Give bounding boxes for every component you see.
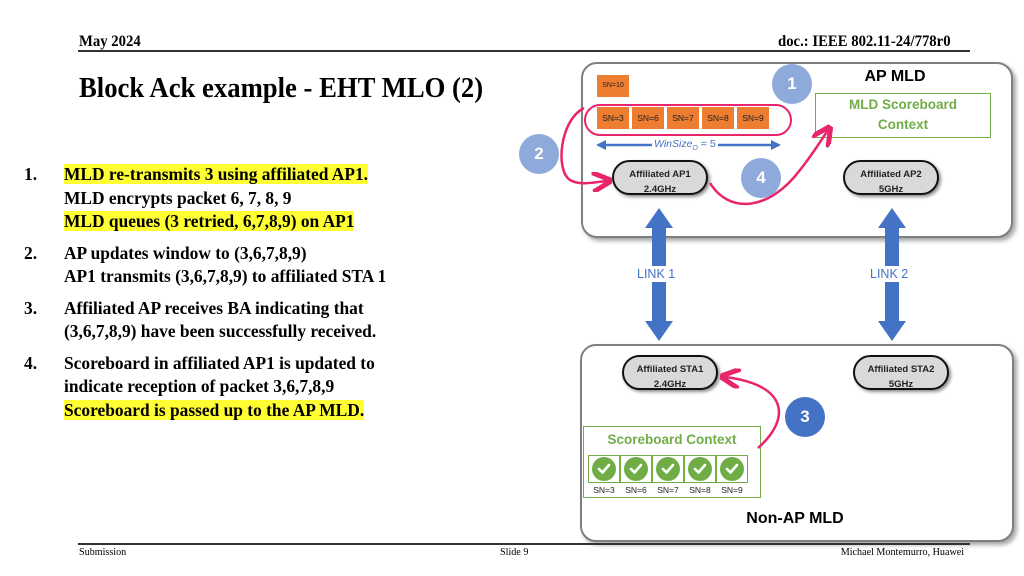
affiliated-sta1-node: Affiliated STA1 2.4GHz [622, 355, 718, 390]
packet-sn10: SN=10 [597, 75, 629, 97]
step-line: Affiliated AP receives BA indicating tha… [64, 297, 364, 318]
check-icon [720, 457, 744, 481]
mld-scoreboard-context: MLD Scoreboard Context [815, 93, 991, 138]
link2-label: LINK 2 [870, 266, 909, 282]
sta1-band: 2.4GHz [653, 379, 687, 390]
step-line: AP1 transmits (3,6,7,8,9) to affiliated … [64, 266, 387, 286]
sta2-label: Affiliated STA2 [867, 364, 935, 375]
link1-label: LINK 1 [637, 266, 676, 282]
affiliated-ap1-node: Affiliated AP1 2.4GHz [612, 160, 708, 195]
footer-author: Michael Montemurro, Huawei [840, 546, 964, 558]
slide-title: Block Ack example - EHT MLO (2) [79, 72, 484, 104]
steps-list: 1. MLD re-transmits 3 using affiliated A… [22, 163, 462, 430]
non-ap-mld-label: Non-AP MLD [746, 510, 844, 527]
packet-sn8: SN=8 [702, 107, 734, 129]
step-line: MLD re-transmits 3 using affiliated AP1. [64, 164, 368, 184]
mld-scoreboard-line1: MLD Scoreboard [848, 97, 957, 112]
sta2-band: 5GHz [888, 379, 914, 390]
check-icon [592, 457, 616, 481]
step-line: AP updates window to (3,6,7,8,9) [64, 242, 307, 263]
winsize-text: WinSize [654, 138, 693, 150]
scoreboard-sn: SN=9 [721, 485, 743, 495]
step-marker-1: 1 [772, 64, 812, 104]
step-line: indicate reception of packet 3,6,7,8,9 [64, 376, 335, 396]
sta1-label: Affiliated STA1 [636, 364, 704, 375]
scoreboard-sn: SN=6 [625, 485, 647, 495]
winsize-label: WinSizeO = 5 [652, 138, 718, 153]
step-line: MLD queues (3 retried, 6,7,8,9) on AP1 [64, 211, 355, 231]
step-item-2: 2. AP updates window to (3,6,7,8,9) AP1 … [22, 242, 462, 289]
affiliated-ap2-node: Affiliated AP2 5GHz [843, 160, 939, 195]
scoreboard-sn: SN=8 [689, 485, 711, 495]
footer-submission: Submission [79, 546, 127, 558]
mld-scoreboard-line2: Context [877, 117, 929, 132]
scoreboard-context: Scoreboard Context SN=3 SN=6 SN=7 SN=8 S… [583, 426, 761, 498]
step-number: 1. [24, 164, 38, 184]
winsize-value: = 5 [700, 138, 716, 150]
step-line: Scoreboard is passed up to the AP MLD. [64, 399, 365, 420]
step-number: 2. [24, 242, 38, 263]
packet-sn6: SN=6 [632, 107, 664, 129]
header-divider [78, 50, 970, 52]
step-marker-2: 2 [519, 134, 559, 174]
winsize-subscript: O [692, 145, 698, 153]
packet-sn9: SN=9 [737, 107, 769, 129]
step-item-1: 1. MLD re-transmits 3 using affiliated A… [22, 163, 462, 234]
check-icon [624, 457, 648, 481]
check-icon [688, 457, 712, 481]
step-item-3: 3. Affiliated AP receives BA indicating … [22, 297, 462, 344]
step-line: MLD encrypts packet 6, 7, 8, 9 [64, 187, 292, 208]
ap-mld-label: AP MLD [864, 68, 926, 85]
affiliated-sta2-node: Affiliated STA2 5GHz [853, 355, 949, 390]
scoreboard-sn-labels: SN=3 SN=6 SN=7 SN=8 SN=9 [588, 485, 748, 495]
step-number: 4. [24, 352, 38, 373]
ap1-label: Affiliated AP1 [629, 169, 691, 180]
packet-sn7: SN=7 [667, 107, 699, 129]
packet-sn3: SN=3 [597, 107, 629, 129]
step-line: Scoreboard in affiliated AP1 is updated … [64, 352, 375, 373]
scoreboard-sn: SN=3 [593, 485, 615, 495]
footer-slide-number: Slide 9 [500, 546, 529, 558]
ap2-band: 5GHz [878, 184, 904, 195]
step-marker-3: 3 [785, 397, 825, 437]
ap2-label: Affiliated AP2 [860, 169, 922, 180]
step-number: 3. [24, 297, 38, 318]
footer-divider [78, 543, 970, 545]
scoreboard-title: Scoreboard Context [607, 432, 737, 447]
step-line: (3,6,7,8,9) have been successfully recei… [64, 321, 377, 341]
scoreboard-sn: SN=7 [657, 485, 679, 495]
header-doc-id: doc.: IEEE 802.11-24/778r0 [778, 33, 951, 50]
check-icon [656, 457, 680, 481]
step-item-4: 4. Scoreboard in affiliated AP1 is updat… [22, 352, 462, 423]
header-date: May 2024 [79, 33, 141, 50]
step-marker-4: 4 [741, 158, 781, 198]
scoreboard-checks [588, 455, 748, 483]
ap1-band: 2.4GHz [643, 184, 677, 195]
